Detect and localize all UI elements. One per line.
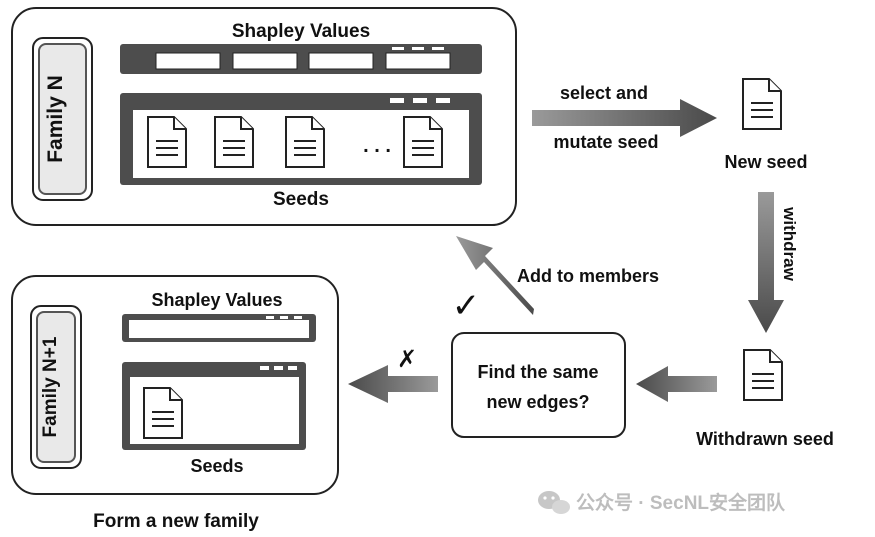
family-n1-shapley-label: Shapley Values [151, 290, 282, 310]
family-n1-seeds-window [122, 362, 306, 450]
select-mutate-label-line1: select and [560, 83, 648, 103]
withdraw-label: withdraw [780, 206, 799, 281]
seed-document-icon [214, 116, 254, 168]
family-n-shapley-label: Shapley Values [232, 21, 370, 42]
family-n1-shapley-bar [122, 314, 316, 342]
family-n-shapley-bar [120, 44, 482, 74]
family-n-panel: Family N Shapley Values . . . [11, 7, 517, 226]
family-n-seeds-label: Seeds [273, 189, 329, 210]
select-mutate-arrow-icon [532, 99, 717, 137]
withdraw-arrow-icon [748, 192, 784, 333]
new-seed-document-icon [742, 78, 782, 130]
select-mutate-label-line2: mutate seed [553, 132, 658, 152]
find-same-edges-decision: Find the same new edges? [451, 332, 626, 438]
watermark: 公众号 · SecNL安全团队 [538, 491, 786, 514]
wechat-icon [538, 491, 570, 514]
family-n1-panel: Family N+1 Shapley Values Seeds [11, 275, 339, 495]
add-to-members-label: Add to members [517, 266, 659, 286]
new-seed-label: New seed [724, 152, 807, 172]
withdrawn-seed-label: Withdrawn seed [696, 429, 834, 449]
withdrawn-to-decision-arrow-icon [636, 366, 717, 402]
seed-document-icon [147, 116, 187, 168]
no-cross-icon: ✗ [397, 346, 417, 373]
family-n-label: Family N [44, 75, 67, 163]
family-n1-seeds-label: Seeds [190, 456, 243, 476]
form-new-family-caption: Form a new family [93, 511, 259, 532]
no-new-family-arrow-icon [348, 365, 438, 403]
decision-text-line1: Find the same [477, 362, 598, 382]
decision-text-line2: new edges? [486, 392, 589, 412]
watermark-text: 公众号 · SecNL安全团队 [576, 491, 786, 514]
seed-document-icon [143, 387, 183, 439]
seeds-ellipsis: . . . [363, 135, 391, 157]
family-n1-label-pill: Family N+1 [30, 305, 82, 469]
family-n-seeds-window: . . . [120, 93, 482, 185]
yes-checkmark-icon: ✓ [452, 287, 481, 325]
family-n1-label: Family N+1 [40, 336, 61, 437]
seed-document-icon [403, 116, 443, 168]
seed-document-icon [285, 116, 325, 168]
withdrawn-seed-document-icon [743, 349, 783, 401]
family-n-label-pill: Family N [32, 37, 93, 201]
add-to-members-arrow-icon [456, 236, 534, 315]
